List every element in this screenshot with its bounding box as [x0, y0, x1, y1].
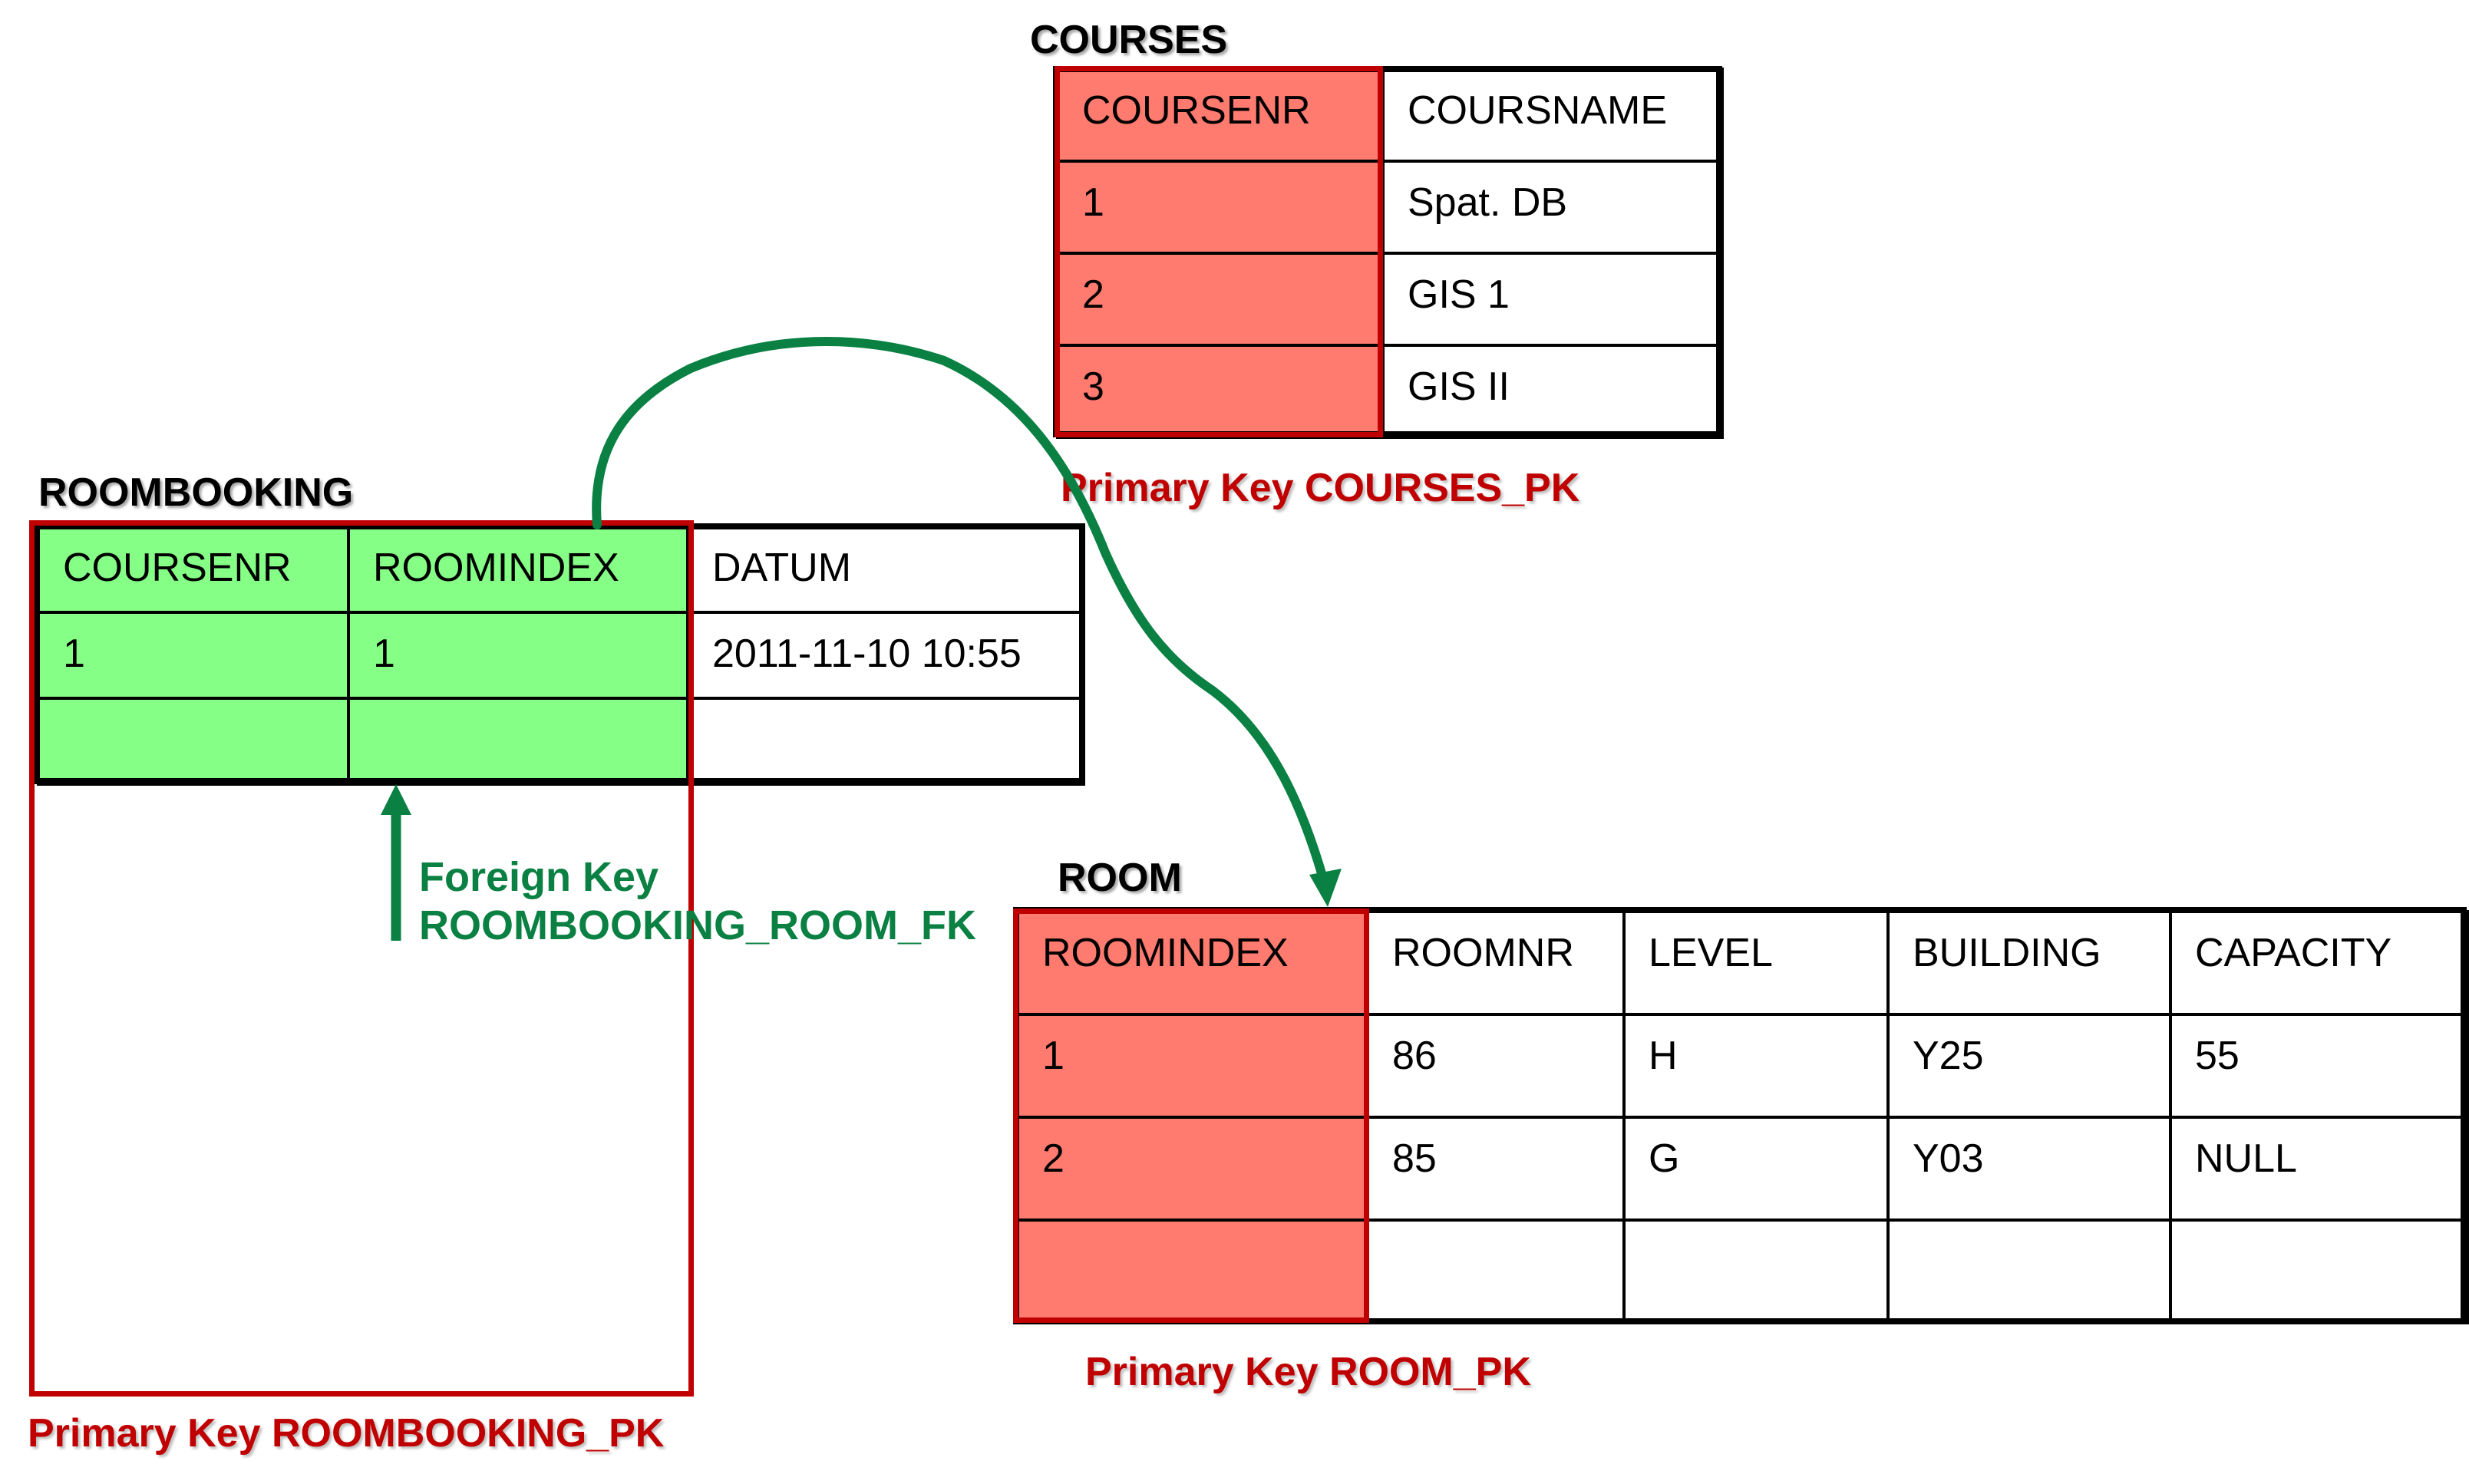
room-primary-key-label: Primary Key ROOM_PK	[1085, 1350, 1531, 1394]
foreign-key-label: Foreign Key ROOMBOOKING_ROOM_FK	[419, 853, 976, 949]
table-cell: NULL	[2169, 1116, 2469, 1222]
courses-header-coursenr: COURSENR	[1056, 68, 1385, 163]
foreign-key-curve-arrow	[592, 337, 1329, 889]
courses-primary-key-label: Primary Key COURSES_PK	[1061, 466, 1580, 510]
table-row: 1 86 H Y25 55	[1016, 1013, 2469, 1119]
room-table-title: ROOM	[1058, 856, 1182, 900]
table-cell: 85	[1366, 1116, 1626, 1222]
room-header-level: LEVEL	[1622, 910, 1890, 1016]
table-cell: 1	[1016, 1013, 1369, 1119]
roombooking-primary-key-label: Primary Key ROOMBOOKING_PK	[28, 1411, 665, 1456]
room-header-capacity: CAPACITY	[2169, 910, 2469, 1016]
roombooking-header-roomindex: ROOMINDEX	[347, 525, 689, 614]
table-cell	[347, 697, 689, 786]
table-cell: GIS 1	[1381, 252, 1724, 347]
table-cell: 86	[1366, 1013, 1626, 1119]
table-cell: 1	[347, 611, 689, 700]
room-header-roomnr: ROOMNR	[1366, 910, 1626, 1016]
table-cell: H	[1622, 1013, 1890, 1119]
roombooking-table-title: ROOMBOOKING	[38, 470, 354, 515]
courses-table: COURSENR COURSNAME 1 Spat. DB 2 GIS 1 3 …	[1056, 68, 1724, 439]
foreign-key-label-line1: Foreign Key	[419, 854, 659, 900]
table-cell: 1	[37, 611, 350, 700]
courses-table-title: COURSES	[1030, 18, 1228, 62]
table-cell: 2	[1016, 1116, 1369, 1222]
foreign-key-up-arrowhead	[381, 784, 411, 815]
roombooking-header-coursenr: COURSENR	[37, 525, 350, 614]
table-row: 1 Spat. DB	[1056, 160, 1724, 255]
table-row: 1 1 2011-11-10 10:55	[37, 611, 1085, 700]
table-cell: 55	[2169, 1013, 2469, 1119]
foreign-key-curve-arrowhead	[1309, 869, 1342, 907]
roombooking-table: COURSENR ROOMINDEX DATUM 1 1 2011-11-10 …	[37, 525, 1085, 786]
table-cell: GIS II	[1381, 344, 1724, 439]
table-cell: 2	[1056, 252, 1385, 347]
room-header-building: BUILDING	[1886, 910, 2172, 1016]
table-cell: G	[1622, 1116, 1890, 1222]
room-table: ROOMINDEX ROOMNR LEVEL BUILDING CAPACITY…	[1016, 910, 2469, 1324]
table-cell: Spat. DB	[1381, 160, 1724, 255]
table-cell: Y25	[1886, 1013, 2172, 1119]
table-cell: 1	[1056, 160, 1385, 255]
foreign-key-label-line2: ROOMBOOKING_ROOM_FK	[419, 902, 977, 948]
table-row: 2 GIS 1	[1056, 252, 1724, 347]
table-cell: Y03	[1886, 1116, 2172, 1222]
table-cell	[2169, 1219, 2469, 1324]
table-header-row: ROOMINDEX ROOMNR LEVEL BUILDING CAPACITY	[1016, 910, 2469, 1016]
table-row	[1016, 1219, 2469, 1324]
table-row: 2 85 G Y03 NULL	[1016, 1116, 2469, 1222]
